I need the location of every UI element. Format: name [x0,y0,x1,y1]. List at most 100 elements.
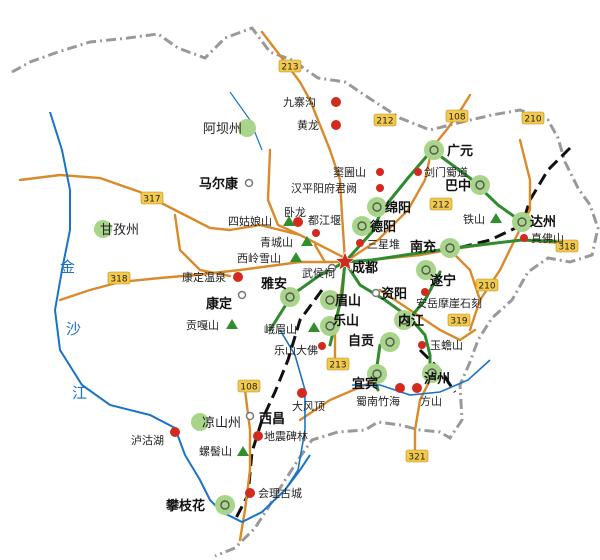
panzhihua-label: 攀枝花 [165,498,205,514]
kangding-hotspring-label: 康定温泉 [182,270,226,284]
shunan-marker [395,383,405,393]
jinsha-label-1: 金 [60,258,75,276]
mianyang-label: 绵阳 [385,200,411,216]
huanglong-marker [331,120,341,130]
jianmen-marker [414,168,422,176]
jinsha-label-3: 江 [72,384,87,402]
luojishan-icon [237,446,249,456]
doutuanshan-label: 窦圌山 [333,166,366,179]
svg-text:213: 213 [329,361,346,371]
highway-shield-318b: 318 [555,239,579,253]
xilingxueshan-label: 西岭雪山 [237,251,281,265]
deyang-label: 德阳 [370,219,396,235]
sanxingdui-label: 三星堆 [367,238,400,251]
highway-shield-108b: 108 [237,379,261,393]
highway-shield-319: 319 [447,313,471,327]
dazhou-label: 达州 [530,214,556,230]
emeishan-label: 峨眉山 [264,323,297,336]
dafengding-marker [297,388,307,398]
aba-label: 阿坝州 [203,122,242,137]
yibin-marker [367,364,387,384]
city-markers [215,140,532,515]
huili-marker [245,488,255,498]
luojishan-label: 螺髻山 [199,445,232,458]
yuchanshan-label: 玉蟾山 [430,338,463,352]
qingchengshan-icon [301,236,313,246]
maerkang-label: 马尔康 [199,176,239,192]
yaan-label: 雅安 [261,276,287,292]
zigong-marker [380,332,400,352]
jinsha-river [49,111,311,524]
svg-text:318: 318 [558,243,575,253]
svg-text:212: 212 [432,201,449,211]
kangding-label: 康定 [206,296,232,312]
neijiang-marker [394,310,414,330]
dujiangyan-label: 都江堰 [308,214,341,227]
nanchong-label: 南充 [410,239,436,255]
chengdu-star-icon [334,251,356,271]
mountain-icons [226,213,502,456]
wolong-label: 卧龙 [284,206,306,219]
tieshan-icon [490,213,502,223]
ziyang-label: 资阳 [381,286,407,302]
aba-marker [238,119,256,137]
emeishan-icon [308,322,320,332]
kangding-hotspring-marker [233,272,243,282]
tieshan-label: 铁山 [463,213,485,226]
luguhu-label: 泸沽湖 [131,434,164,447]
luzhou-label: 泸州 [424,371,450,387]
region-markers [94,119,256,431]
chengdu-label: 成都 [352,260,378,276]
highway-shield-213a: 213 [278,59,302,73]
svg-text:212: 212 [376,117,393,127]
dazhou-marker [512,212,532,232]
liangshan-label: 凉山州 [202,416,241,431]
gonggashan-label: 贡嘎山 [186,319,219,332]
luzhou-marker [422,363,442,383]
dizhen-label: 地震碑林 [264,429,308,443]
nanchong-marker [440,238,460,258]
svg-text:319: 319 [450,317,467,327]
wolong-marker [293,217,303,227]
yaan-marker [280,287,300,307]
province-border [11,26,600,558]
leshan-buddha-marker [318,342,326,350]
jiuzhaigou-label: 九寨沟 [283,95,316,109]
xichang-label: 西昌 [259,412,285,427]
xilingxueshan-icon [290,252,302,262]
maerkang-marker [244,178,254,188]
svg-text:317: 317 [143,195,160,205]
yuchanshan-marker [418,341,426,349]
zhenfoshan-label: 真佛山 [531,231,564,245]
svg-text:210: 210 [478,282,495,292]
dizhen-marker [253,431,263,441]
meishan-label: 眉山 [335,293,361,309]
guangyuan-label: 广元 [447,143,473,159]
highway-shield-317: 317 [140,191,164,205]
hanping-marker [376,184,384,192]
svg-text:108: 108 [240,383,257,393]
svg-text:321: 321 [408,453,425,463]
meishan-marker [320,290,340,310]
dafengding-label: 大风顶 [292,399,325,413]
zhenfoshan-marker [520,234,528,242]
luguhu-marker [170,427,180,437]
yangtze-river [352,359,491,396]
highway-shield-210a: 210 [521,111,545,125]
neijiang-label: 内江 [398,313,424,329]
deyang-marker [352,216,372,236]
river-branch [279,329,306,491]
qingchengshan-label: 青城山 [260,236,293,249]
bazhong-label: 巴中 [445,178,471,194]
siguniangshan-icon [283,216,295,226]
jiuzhaigou-marker [331,97,341,107]
leshan-label: 乐山 [333,313,359,329]
wuhouci-label: 武侯祠 [302,266,335,280]
gonggashan-icon [226,319,238,329]
town-markers [237,178,381,421]
svg-text:318: 318 [110,275,127,285]
mianyang-marker [367,197,387,217]
leshan-marker [320,316,340,336]
ganzi-marker [94,220,112,238]
wuhouci-marker [327,263,337,273]
